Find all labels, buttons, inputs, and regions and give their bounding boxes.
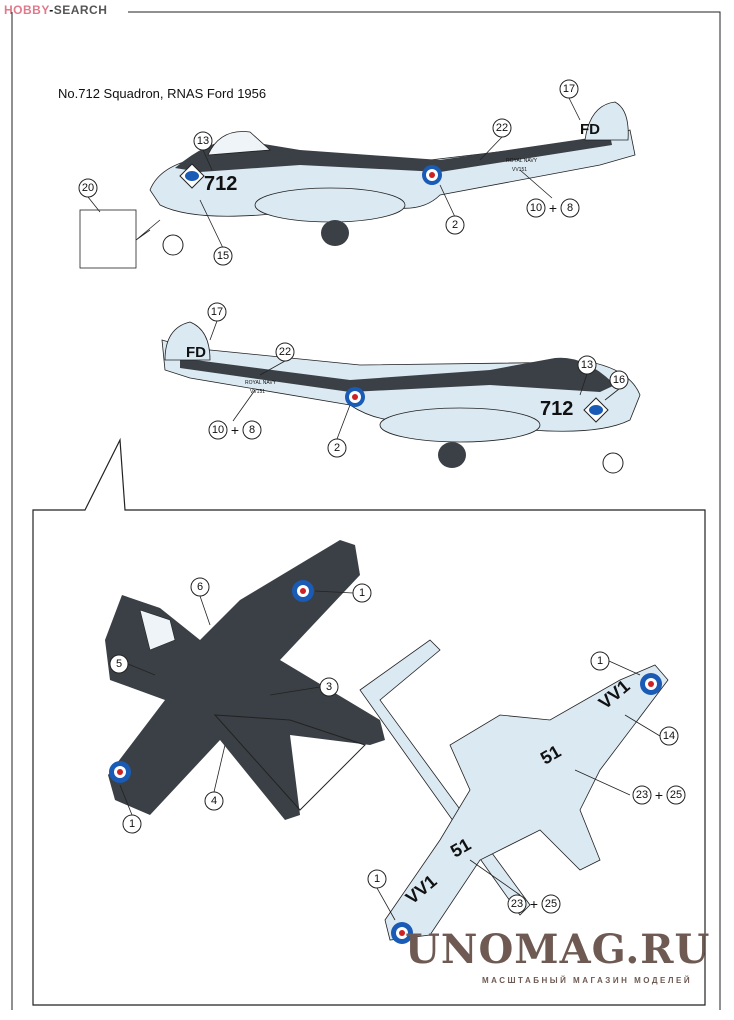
callout-6: 6 [190, 577, 210, 597]
nose-detail-inset [79, 209, 137, 269]
svg-text:1: 1 [597, 655, 603, 667]
callout-13: 13 [577, 355, 597, 375]
callout-22: 22 [275, 342, 295, 362]
svg-text:23: 23 [636, 789, 648, 801]
svg-text:20: 20 [82, 182, 94, 194]
svg-text:4: 4 [211, 795, 217, 807]
callout-1: 1 [352, 583, 372, 603]
svg-text:25: 25 [670, 789, 682, 801]
serial-marking: VV151 [250, 389, 265, 395]
callout-10: 10 [526, 198, 546, 218]
callout-17: 17 [559, 79, 579, 99]
callout-23: 23 [507, 894, 527, 914]
callout-13: 13 [193, 131, 213, 151]
tail-code: FD [580, 121, 600, 138]
plus-sign: + [549, 200, 557, 216]
svg-text:2: 2 [334, 442, 340, 454]
callouts-top: 13 20 15 2 22 17 10 + 8 [78, 79, 581, 266]
callout-25: 25 [666, 785, 686, 805]
side-view-left-aircraft: 712 FD ROYAL NAVY VV151 [149, 101, 636, 256]
svg-text:1: 1 [359, 587, 365, 599]
callout-3: 3 [319, 677, 339, 697]
callout-22: 22 [492, 118, 512, 138]
svg-text:8: 8 [567, 202, 573, 214]
callout-16: 16 [609, 370, 629, 390]
serial-marking: VV151 [512, 167, 527, 173]
callout-8: 8 [242, 420, 262, 440]
plus-sign: + [655, 787, 663, 803]
callout-14: 14 [659, 726, 679, 746]
side-view-right-aircraft: 712 FD ROYAL NAVY VV151 [161, 321, 641, 474]
plan-view-lower-surface: VV1 51 51 VV1 [359, 639, 669, 944]
fuselage-code: 712 [204, 173, 237, 195]
callout-2: 2 [327, 438, 347, 458]
watermark-logo: UNOMAG.RU [405, 926, 711, 973]
scheme-title: No.712 Squadron, RNAS Ford 1956 [58, 86, 267, 101]
svg-text:2: 2 [452, 219, 458, 231]
callout-8: 8 [560, 198, 580, 218]
callouts-plan-upper: 6 1 5 3 4 1 [109, 577, 372, 834]
callout-15: 15 [213, 246, 233, 266]
logo-part-b: SEARCH [53, 3, 108, 17]
page-frame [128, 11, 721, 1010]
svg-text:22: 22 [279, 346, 291, 358]
callouts-middle: 17 22 10 + 8 2 13 16 [207, 302, 629, 458]
svg-text:10: 10 [530, 202, 542, 214]
callout-1: 1 [590, 651, 610, 671]
svg-text:15: 15 [217, 250, 229, 262]
callout-1: 1 [367, 869, 387, 889]
callouts-plan-lower: 1 14 23 + 25 1 23 + 25 [367, 651, 686, 921]
plan-view-upper-surface [105, 540, 385, 820]
svg-text:10: 10 [212, 424, 224, 436]
svg-text:17: 17 [563, 83, 575, 95]
watermark-tagline: МАСШТАБНЫЙ МАГАЗИН МОДЕЛЕЙ [482, 976, 693, 985]
callout-1: 1 [122, 814, 142, 834]
callout-10: 10 [208, 420, 228, 440]
service-marking: ROYAL NAVY [245, 380, 277, 386]
plus-sign: + [530, 896, 538, 912]
svg-text:1: 1 [374, 873, 380, 885]
hobby-search-logo: HOBBY-SEARCH [4, 3, 108, 17]
callout-23: 23 [632, 785, 652, 805]
svg-text:25: 25 [545, 898, 557, 910]
callout-5: 5 [109, 654, 129, 674]
logo-part-a: HOBBY [4, 3, 50, 17]
svg-text:8: 8 [249, 424, 255, 436]
fuselage-code: 712 [540, 398, 573, 420]
svg-text:3: 3 [326, 681, 332, 693]
svg-text:16: 16 [613, 374, 625, 386]
svg-text:17: 17 [211, 306, 223, 318]
callout-4: 4 [204, 791, 224, 811]
svg-text:1: 1 [129, 818, 135, 830]
service-marking: ROYAL NAVY [506, 158, 538, 164]
svg-text:6: 6 [197, 581, 203, 593]
svg-text:22: 22 [496, 122, 508, 134]
callout-20: 20 [78, 178, 98, 198]
callout-17: 17 [207, 302, 227, 322]
callout-2: 2 [445, 215, 465, 235]
detail-callout-box [32, 437, 706, 1006]
svg-text:13: 13 [581, 359, 593, 371]
svg-text:13: 13 [197, 135, 209, 147]
plus-sign: + [231, 422, 239, 438]
tail-code: FD [186, 344, 206, 361]
svg-text:5: 5 [116, 658, 122, 670]
svg-text:23: 23 [511, 898, 523, 910]
svg-text:14: 14 [663, 730, 675, 742]
callout-25: 25 [541, 894, 561, 914]
